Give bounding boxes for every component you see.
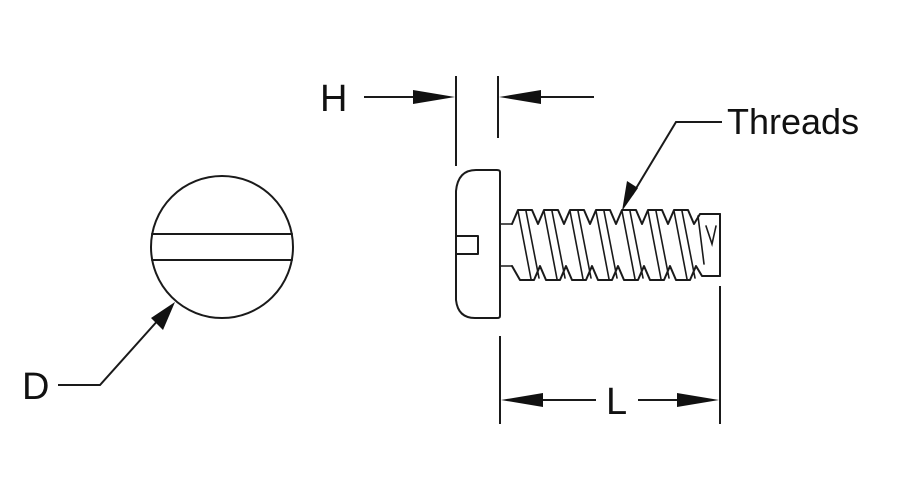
threads-callout: Threads — [622, 101, 859, 211]
screw-side-view — [455, 169, 721, 319]
l-arrowhead-left — [501, 393, 543, 407]
screw-head-slot — [455, 235, 479, 255]
threads-leader-line — [631, 121, 722, 196]
h-arrowhead-right — [499, 90, 541, 104]
thread-bottom-profile — [511, 265, 721, 281]
length-dimension: L — [499, 286, 721, 424]
l-arrowhead-right — [677, 393, 719, 407]
thread-lines — [517, 210, 705, 280]
threads-label: Threads — [727, 101, 859, 142]
head-top-view — [150, 175, 294, 319]
tip-notch — [705, 225, 717, 247]
diameter-callout: D — [22, 302, 175, 408]
length-label: L — [606, 381, 627, 423]
diameter-arrowhead — [151, 302, 175, 330]
diameter-leader-line — [58, 317, 161, 386]
head-height-label: H — [320, 78, 347, 120]
screw-head-profile — [455, 169, 501, 319]
screw-slot — [151, 233, 293, 261]
shank-core — [499, 223, 513, 267]
threads-arrowhead — [622, 181, 638, 211]
thread-top-profile — [511, 209, 721, 225]
diameter-label: D — [22, 366, 49, 408]
head-height-dimension: H — [320, 76, 594, 166]
head-outline-circle — [150, 175, 294, 319]
h-arrowhead-left — [413, 90, 455, 104]
